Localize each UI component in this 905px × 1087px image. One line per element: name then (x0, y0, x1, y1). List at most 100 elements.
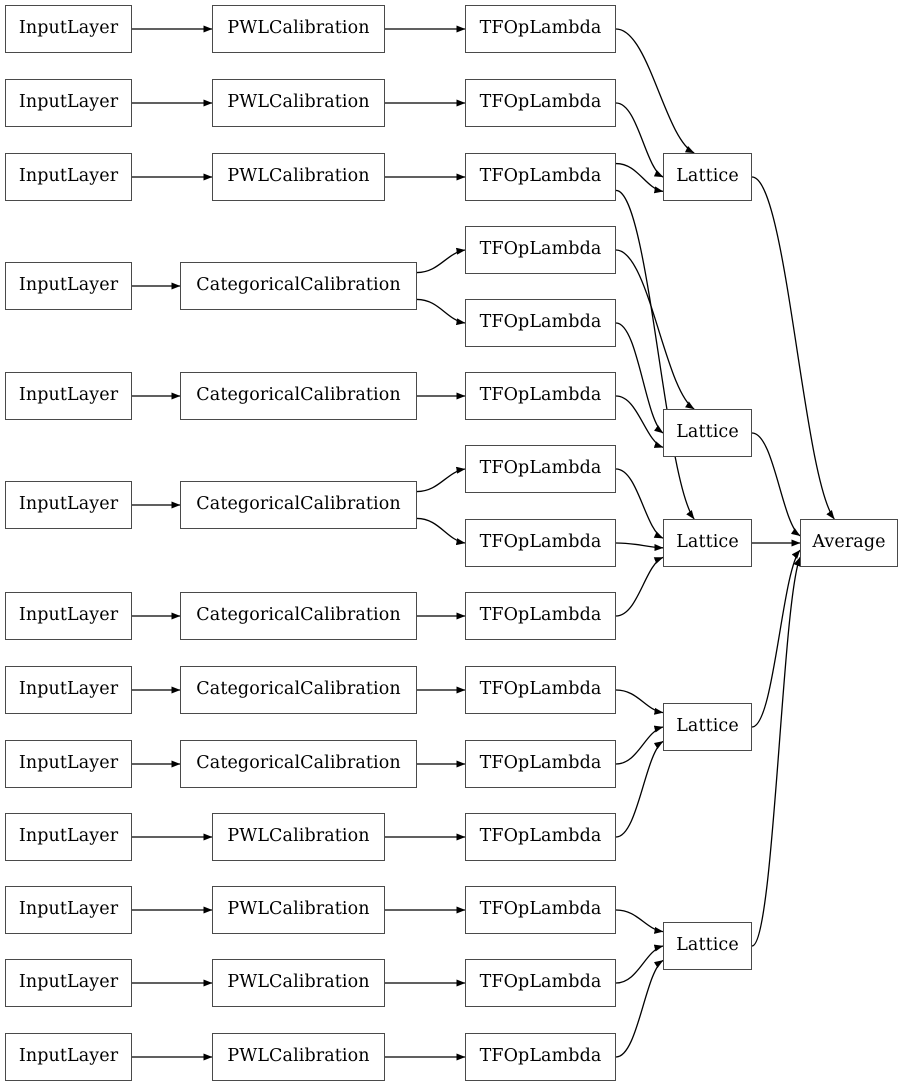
node-in10[interactable]: InputLayer (5, 886, 132, 934)
node-op2[interactable]: TFOpLambda (465, 153, 616, 201)
edge-op13-to-lat4 (615, 944, 664, 984)
edge-lat1-to-avg (751, 432, 801, 537)
node-in1[interactable]: InputLayer (5, 79, 132, 127)
node-in0[interactable]: InputLayer (5, 5, 132, 53)
node-label: PWLCalibration (227, 166, 370, 187)
node-label: InputLayer (18, 826, 119, 847)
edge-op2-to-lat0 (615, 162, 664, 194)
node-label: InputLayer (18, 166, 119, 187)
node-label: InputLayer (18, 18, 119, 39)
node-cal7[interactable]: CategoricalCalibration (180, 666, 417, 714)
node-label: PWLCalibration (227, 972, 370, 993)
node-label: CategoricalCalibration (196, 679, 401, 700)
node-label: PWLCalibration (227, 1046, 370, 1067)
node-in11[interactable]: InputLayer (5, 959, 132, 1007)
edge-op4-to-lat1 (615, 322, 664, 434)
node-label: TFOpLambda (479, 826, 602, 847)
node-cal8[interactable]: CategoricalCalibration (180, 740, 417, 788)
node-label: InputLayer (18, 1046, 119, 1067)
node-lat3[interactable]: Lattice (663, 703, 752, 751)
node-lat2[interactable]: Lattice (663, 519, 752, 567)
edge-cal3-to-op3 (416, 247, 466, 274)
node-label: TFOpLambda (479, 899, 602, 920)
node-label: InputLayer (18, 275, 119, 296)
node-cal3[interactable]: CategoricalCalibration (180, 262, 417, 310)
edge-op12-to-lat4 (615, 909, 664, 934)
node-cal11[interactable]: PWLCalibration (212, 959, 385, 1007)
node-lat0[interactable]: Lattice (663, 153, 752, 201)
edge-op14-to-lat4 (615, 959, 664, 1058)
node-cal0[interactable]: PWLCalibration (212, 5, 385, 53)
node-cal1[interactable]: PWLCalibration (212, 79, 385, 127)
node-op12[interactable]: TFOpLambda (465, 886, 616, 934)
node-label: PWLCalibration (227, 92, 370, 113)
node-label: Lattice (676, 716, 739, 737)
edge-op9-to-lat3 (615, 689, 664, 715)
node-label: Lattice (676, 532, 739, 553)
node-cal2[interactable]: PWLCalibration (212, 153, 385, 201)
node-op14[interactable]: TFOpLambda (465, 1033, 616, 1081)
node-label: TFOpLambda (479, 679, 602, 700)
node-cal9[interactable]: PWLCalibration (212, 813, 385, 861)
node-label: Lattice (676, 935, 739, 956)
node-in3[interactable]: InputLayer (5, 262, 132, 310)
edge-cal5-to-op6 (416, 466, 466, 493)
node-op9[interactable]: TFOpLambda (465, 666, 616, 714)
node-label: TFOpLambda (479, 166, 602, 187)
node-op5[interactable]: TFOpLambda (465, 372, 616, 420)
node-label: TFOpLambda (479, 385, 602, 406)
node-in8[interactable]: InputLayer (5, 740, 132, 788)
edge-op11-to-lat3 (615, 740, 664, 838)
node-label: Average (812, 532, 886, 553)
node-cal5[interactable]: CategoricalCalibration (180, 481, 417, 529)
node-in12[interactable]: InputLayer (5, 1033, 132, 1081)
node-label: TFOpLambda (479, 458, 602, 479)
edge-op1-to-lat0 (615, 102, 664, 178)
node-label: TFOpLambda (479, 312, 602, 333)
node-in5[interactable]: InputLayer (5, 481, 132, 529)
node-lat1[interactable]: Lattice (663, 409, 752, 457)
node-avg[interactable]: Average (800, 519, 898, 567)
node-label: InputLayer (18, 605, 119, 626)
edge-lat3-to-avg (751, 549, 801, 728)
node-op13[interactable]: TFOpLambda (465, 959, 616, 1007)
node-label: InputLayer (18, 385, 119, 406)
node-label: CategoricalCalibration (196, 275, 401, 296)
node-in2[interactable]: InputLayer (5, 153, 132, 201)
edge-lat4-to-avg (751, 557, 801, 947)
node-cal4[interactable]: CategoricalCalibration (180, 372, 417, 420)
node-op10[interactable]: TFOpLambda (465, 740, 616, 788)
edge-op7-to-lat2 (615, 542, 664, 552)
node-op4[interactable]: TFOpLambda (465, 299, 616, 347)
node-op11[interactable]: TFOpLambda (465, 813, 616, 861)
node-label: PWLCalibration (227, 899, 370, 920)
node-label: InputLayer (18, 494, 119, 515)
node-label: TFOpLambda (479, 239, 602, 260)
node-op8[interactable]: TFOpLambda (465, 592, 616, 640)
node-op3[interactable]: TFOpLambda (465, 226, 616, 274)
node-op7[interactable]: TFOpLambda (465, 519, 616, 567)
node-in4[interactable]: InputLayer (5, 372, 132, 420)
node-label: InputLayer (18, 92, 119, 113)
edge-op10-to-lat3 (615, 725, 664, 765)
node-op6[interactable]: TFOpLambda (465, 445, 616, 493)
node-label: TFOpLambda (479, 92, 602, 113)
node-label: PWLCalibration (227, 18, 370, 39)
node-cal10[interactable]: PWLCalibration (212, 886, 385, 934)
edge-op3-to-lat1 (615, 249, 695, 410)
node-op1[interactable]: TFOpLambda (465, 79, 616, 127)
node-label: InputLayer (18, 679, 119, 700)
node-label: TFOpLambda (479, 1046, 602, 1067)
node-in7[interactable]: InputLayer (5, 666, 132, 714)
node-in9[interactable]: InputLayer (5, 813, 132, 861)
node-lat4[interactable]: Lattice (663, 922, 752, 970)
node-cal6[interactable]: CategoricalCalibration (180, 592, 417, 640)
node-label: CategoricalCalibration (196, 753, 401, 774)
node-cal12[interactable]: PWLCalibration (212, 1033, 385, 1081)
edge-cal5-to-op7 (416, 517, 466, 546)
edge-lat0-to-avg (751, 176, 835, 520)
node-op0[interactable]: TFOpLambda (465, 5, 616, 53)
node-in6[interactable]: InputLayer (5, 592, 132, 640)
